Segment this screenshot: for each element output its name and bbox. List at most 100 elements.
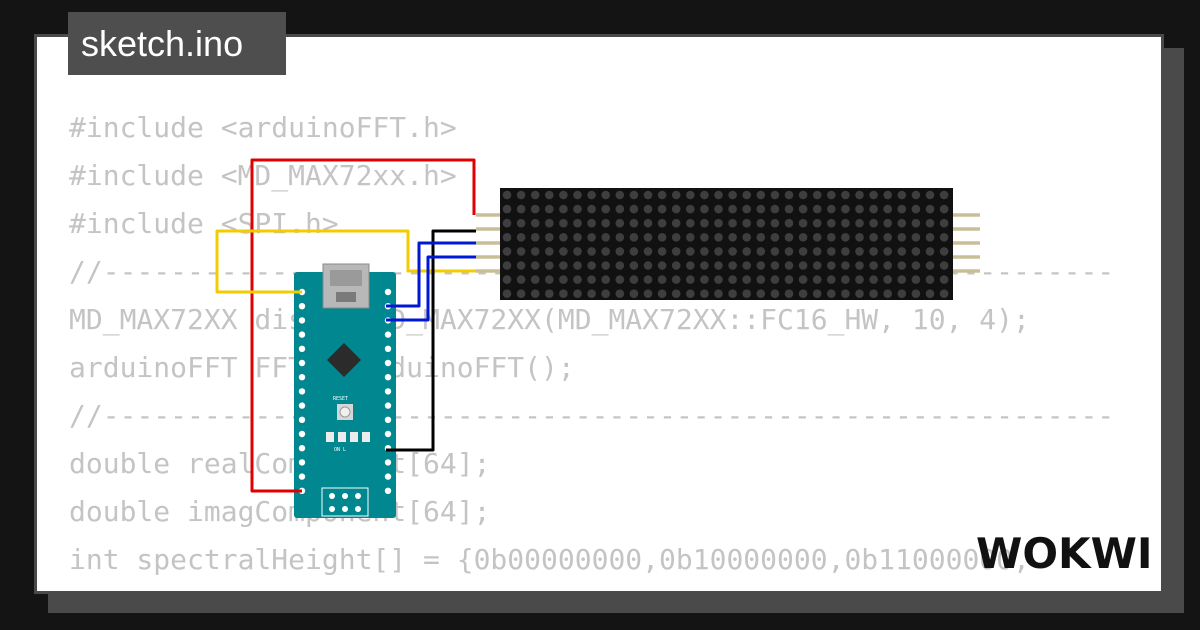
wire-blue-2[interactable] <box>386 255 476 322</box>
led-dot <box>869 261 878 270</box>
led-dot <box>742 190 751 200</box>
led-dot <box>798 247 808 256</box>
led-dot <box>559 218 568 228</box>
matrix-left-pins <box>476 213 502 273</box>
led-dot <box>770 233 780 242</box>
led-dot <box>671 275 681 284</box>
led-dot <box>883 204 892 214</box>
led-dot <box>714 275 723 284</box>
led-dot <box>516 218 526 228</box>
led-dot <box>530 204 540 214</box>
led-dot <box>770 247 780 256</box>
led-dot <box>502 218 512 228</box>
led-dot <box>686 275 695 284</box>
header-pin <box>298 374 306 381</box>
header-pin <box>384 359 392 367</box>
led-dot <box>559 247 568 256</box>
led-dot <box>516 289 526 299</box>
header-pin <box>298 345 306 352</box>
led-dot <box>615 261 625 270</box>
led-dot <box>657 275 667 284</box>
code-line: //--------------------------------------… <box>69 399 1115 432</box>
led-dot <box>516 190 526 200</box>
led-dot <box>812 218 822 228</box>
code-line: MD_MAX72XX disp = MD_MAX72XX(MD_MAX72XX:… <box>69 303 1030 336</box>
led-dot <box>925 275 935 284</box>
led-dot <box>728 261 737 270</box>
led-dot <box>742 204 751 214</box>
wokwi-logo: WOKWI <box>976 529 1153 578</box>
led-dot <box>601 233 610 242</box>
led-dot <box>897 247 907 256</box>
led-dot <box>897 233 907 242</box>
led-dot <box>545 275 554 284</box>
arduino-nano-board[interactable]: RESET ON L <box>294 263 396 518</box>
led-dot <box>573 218 582 228</box>
led-dot <box>827 218 836 228</box>
led-dot <box>925 190 935 200</box>
led-dot <box>855 204 864 214</box>
led-dot <box>643 261 653 270</box>
led-dot <box>545 261 554 270</box>
led-dot <box>714 233 723 242</box>
led-dot <box>502 275 512 284</box>
led-dot <box>700 261 709 270</box>
led-dot <box>756 233 766 242</box>
led-dot <box>784 218 794 228</box>
file-tab[interactable]: sketch.ino <box>68 12 286 75</box>
led-dot <box>559 261 568 270</box>
led-dot <box>897 275 907 284</box>
led-dot <box>897 261 907 270</box>
led-dot <box>643 275 653 284</box>
header-pin <box>384 331 392 338</box>
led-dot <box>714 190 723 200</box>
header-pin <box>384 487 392 494</box>
code-editor: #include <arduinoFFT.h>#include <MD_MAX7… <box>69 104 1139 591</box>
led-dot <box>784 247 794 256</box>
led-dot <box>587 204 596 214</box>
led-dot <box>798 190 808 200</box>
led-dot <box>911 289 921 299</box>
header-pin <box>384 345 392 352</box>
header-pin <box>298 416 306 423</box>
led-dot <box>827 261 836 270</box>
led-dot <box>714 247 723 256</box>
header-pin <box>298 331 306 338</box>
led-dot <box>700 218 709 228</box>
led-dot <box>756 289 766 299</box>
led-dot <box>587 190 596 200</box>
led-dot <box>855 247 864 256</box>
header-pin <box>298 402 306 409</box>
wire-red[interactable] <box>250 158 476 493</box>
reset-button[interactable] <box>339 406 351 418</box>
led-dot <box>671 233 681 242</box>
led-dot <box>714 289 723 299</box>
led-dot <box>601 190 610 200</box>
header-pin <box>298 430 306 438</box>
led-dot <box>686 218 695 228</box>
led-dot <box>812 247 822 256</box>
led-dot <box>827 190 836 200</box>
led-dot <box>502 204 512 214</box>
led-dot <box>827 289 836 299</box>
header-pin <box>298 473 306 480</box>
led-dot <box>629 261 639 270</box>
led-dot <box>686 233 695 242</box>
led-dot <box>939 247 949 256</box>
led-dot <box>671 190 681 200</box>
led-dot <box>869 190 878 200</box>
led-dot <box>742 233 751 242</box>
led-dot <box>798 204 808 214</box>
led-matrix-module[interactable] <box>500 188 953 300</box>
header-pin <box>298 445 306 452</box>
led-dot <box>601 247 610 256</box>
led-dot <box>841 233 850 242</box>
led-dot <box>516 233 526 242</box>
led-dot <box>559 275 568 284</box>
led-dot <box>728 275 737 284</box>
led-dot <box>841 190 850 200</box>
wire-blue-1[interactable] <box>386 241 476 308</box>
wire-black[interactable] <box>386 229 476 452</box>
led-dot <box>545 289 554 299</box>
led-dot <box>841 275 850 284</box>
